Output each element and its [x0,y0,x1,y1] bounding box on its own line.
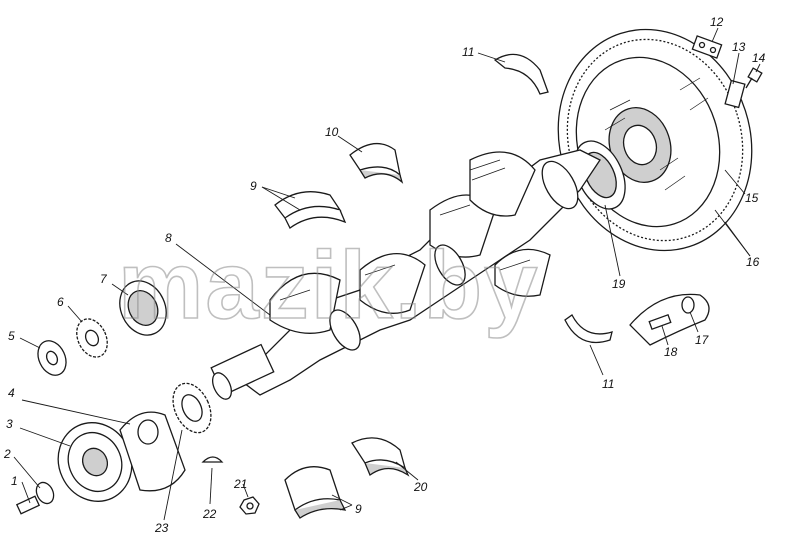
lock-gear-washer [76,318,108,358]
oil-deflector [119,280,167,336]
main-bearing-lower [351,437,410,477]
callout-15: 15 [745,191,759,205]
callout-3: 3 [6,417,13,431]
lock-washer [724,79,746,109]
callout-19: 19 [612,277,626,291]
watermark-text: mazik.by [118,232,540,339]
bracket-bolt [648,313,672,331]
callout-11-upper: 11 [462,45,474,59]
main-bearing-shell [349,143,404,184]
callout-16: 16 [746,255,760,269]
connecting-rod-bearing-lower [284,466,347,519]
callout-4: 4 [8,386,15,400]
callout-13: 13 [732,40,746,54]
callouts: 1 2 3 4 5 6 7 8 9 10 11 12 13 14 15 16 1… [3,15,766,535]
belt-pulley-hub [119,411,186,492]
callout-12: 12 [710,15,724,29]
segment-key [201,456,224,463]
thrust-half-washer-top [493,53,549,95]
callout-2: 2 [3,447,11,461]
callout-14: 14 [752,51,766,65]
callout-22: 22 [202,507,217,521]
pulley [57,422,133,502]
crankshaft [210,149,601,400]
thrust-half-washer-bottom [564,314,613,344]
front-washer [37,340,67,376]
pulley-washer [35,481,55,505]
callout-5: 5 [8,329,15,343]
callout-10: 10 [325,125,339,139]
callout-9-lower: 9 [355,502,362,516]
crankshaft-gear [172,382,212,434]
leader-lines [13,27,761,521]
nut [239,496,260,515]
callout-18: 18 [664,345,678,359]
lock-plate [691,35,723,59]
callout-9-upper: 9 [250,179,257,193]
callout-6: 6 [57,295,64,309]
callout-11-lower: 11 [602,377,614,391]
callout-23: 23 [154,521,169,535]
callout-21: 21 [233,477,247,491]
callout-17: 17 [695,333,710,347]
callout-1: 1 [11,474,18,488]
callout-7: 7 [100,272,108,286]
callout-20: 20 [413,480,428,494]
flywheel-bolt [745,67,763,89]
callout-8: 8 [165,231,172,245]
connecting-rod-bearing-upper [274,191,347,229]
pulley-bolt [15,495,41,515]
